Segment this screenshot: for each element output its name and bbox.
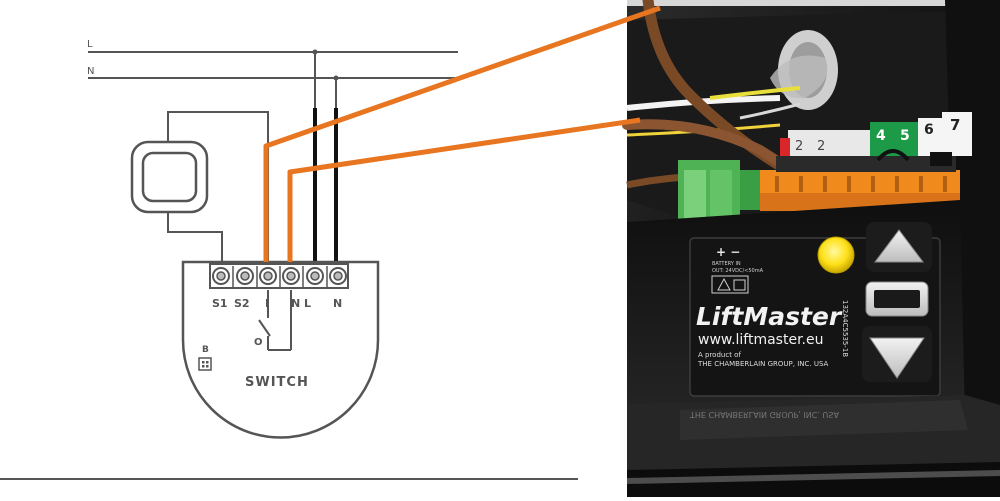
terminal-number-2b: 2 [817,139,825,154]
terminal-screws [212,267,347,285]
label-n: N [87,66,94,77]
orange-wire-i [263,5,661,262]
photo-panel: 2 2 4 5 6 7 [622,0,1000,497]
label-l: L [87,39,93,50]
terminal-label-s1: S1 [212,297,228,310]
terminal-block [209,263,349,289]
down-arrow-button[interactable] [862,326,932,382]
terminal-label-s2: S2 [234,297,250,310]
brand-url: www.liftmaster.eu [698,332,824,348]
terminal-label-l: L [304,297,311,310]
plus-minus-label: + − [716,245,740,259]
wire-switch-s2 [167,212,223,262]
orange-wires [263,5,661,262]
terminal-number-5: 5 [900,128,910,144]
module-title: SWITCH [245,375,309,390]
company-line-2: THE CHAMBERLAIN GROUP, INC. USA [697,360,829,368]
status-led-icon [817,236,855,274]
wiring-diagram: L N [0,39,578,480]
company-line-1: A product of [698,351,741,359]
warning-icons [711,275,749,294]
wall-switch-icon [130,140,209,214]
brand-logo: LiftMaster [696,302,843,331]
stop-button[interactable] [865,281,929,317]
battery-line-1: BATTERY IN [712,261,741,267]
relay-label-o: O [254,337,263,348]
terminal-strip: 2 2 4 5 6 7 [760,112,972,211]
part-number: 132A4C5535-1B [841,300,849,357]
terminal-number-6: 6 [924,122,934,138]
terminal-number-7: 7 [950,116,960,134]
terminal-label-n2: N [333,297,342,310]
battery-line-2: OUT: 24VDC/<50mA [712,268,764,274]
button-label-b: B [202,345,209,355]
terminal-label-n: N [291,297,300,310]
reflection-text: THE CHAMBERLAIN GROUP, INC. USA [689,410,839,419]
relay-contact [258,290,292,351]
orange-wire-n [287,117,641,262]
b-button-icon [198,357,212,371]
terminal-number-4: 4 [876,128,886,144]
terminal-number-2a: 2 [795,139,803,154]
up-arrow-button[interactable] [866,222,932,272]
